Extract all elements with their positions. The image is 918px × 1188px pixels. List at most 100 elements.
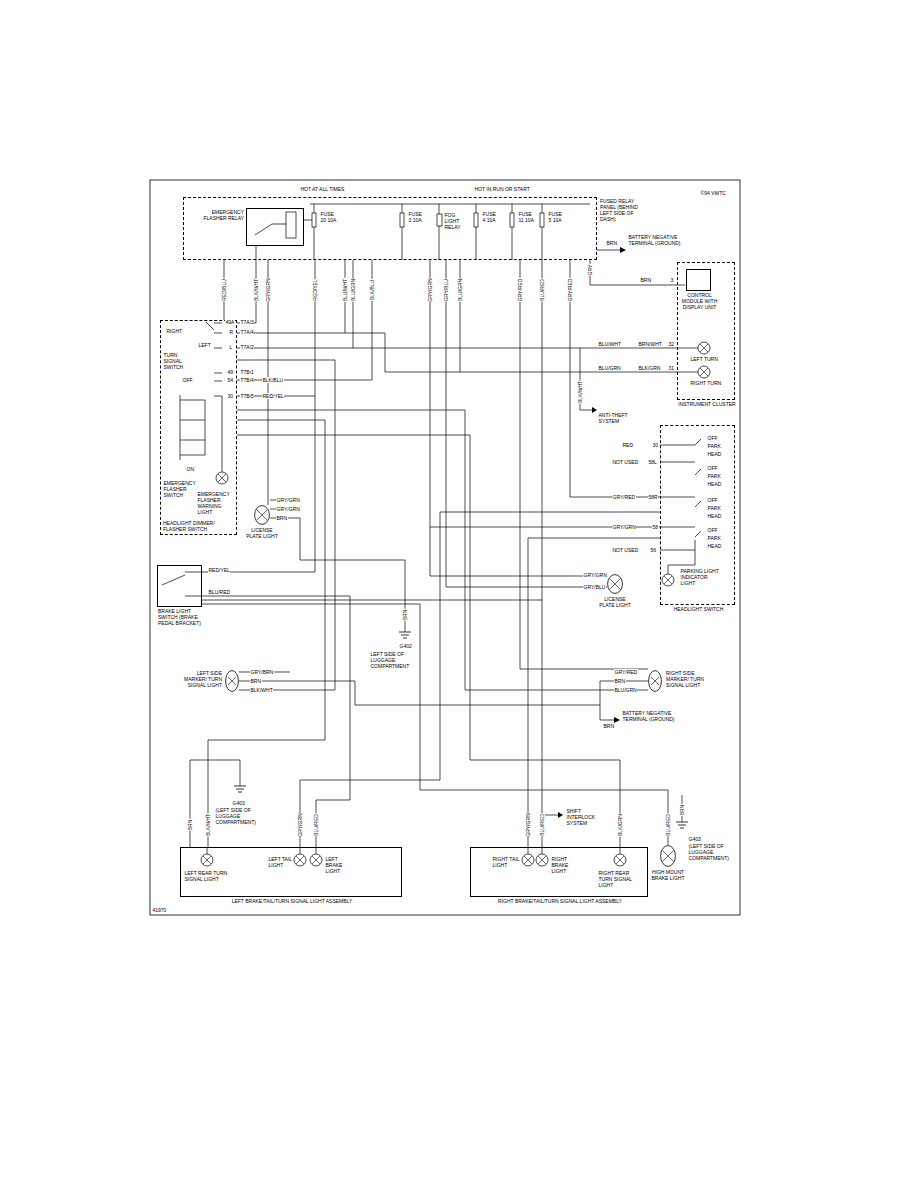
module-box: CONTROL MODULE WITH DISPLAY UNIT — [686, 269, 711, 291]
lamp-symbol: HIGH MOUNT BRAKE LIGHT — [660, 845, 676, 867]
callout-label: 49A — [225, 319, 235, 325]
callout-label: RIGHT — [166, 328, 183, 334]
component-label: HIGH MOUNT BRAKE LIGHT — [648, 869, 688, 881]
callout-label: RIGHT TAIL LIGHT — [492, 856, 521, 868]
callout-label: BRN — [606, 240, 618, 246]
callout-label: OFF — [707, 435, 718, 441]
callout-label: LEFT — [198, 342, 211, 348]
callout-label: BLU/WHT — [598, 341, 622, 347]
callout-label: HOT IN RUN OR START — [474, 186, 530, 192]
component-label: EMERGENCY FLASHER RELAY — [202, 209, 244, 221]
component-label: LEFT BRAKE/TAIL/TURN SIGNAL LIGHT ASSEMB… — [181, 898, 403, 904]
callout-label: T7A/2 — [240, 344, 254, 350]
callout-label: SHIFT INTERLOCK SYSTEM — [566, 808, 607, 826]
callout-label: GRY/GRN — [612, 524, 636, 530]
callout-label: FOG LIGHT RELAY — [444, 212, 467, 230]
callout-label: 30 — [227, 393, 234, 399]
component-label: HEADLIGHT DIMMER/ FLASHER SWITCH — [163, 520, 235, 532]
fuse-symbol — [400, 213, 404, 227]
wire-connector — [237, 348, 677, 349]
callout-label: FUSE 20 10A — [320, 211, 337, 223]
lamp-symbol: LICENSE PLATE LIGHT — [607, 574, 623, 594]
relay-coil — [286, 212, 296, 238]
component-label: BRAKE LIGHT SWITCH (BRAKE PEDAL BRACKET) — [158, 608, 208, 626]
lamp-outline — [254, 505, 270, 525]
lamp-outline — [660, 845, 676, 867]
wire-color: BLU/GRN — [457, 278, 463, 301]
fuse-symbol — [474, 213, 478, 227]
wire-connector — [237, 410, 648, 690]
wire-connector — [590, 260, 677, 285]
callout-label: GRY/GRN — [276, 497, 300, 503]
callout-label: 3 — [670, 277, 674, 283]
callout-label: PARK — [707, 473, 721, 479]
callout-label: PARK — [707, 535, 721, 541]
callout-label: OFF — [707, 527, 718, 533]
lamp-filament — [663, 851, 673, 861]
wire-connector — [300, 512, 660, 847]
lamp-filament — [228, 677, 236, 685]
wire-color: BLU/WHT — [342, 278, 348, 302]
component-label: INSTRUMENT CLUSTER — [678, 401, 736, 407]
callout-label: GRY/BRN — [250, 669, 274, 675]
wire-color: BLU/RED — [539, 279, 545, 302]
wire — [237, 260, 648, 669]
lamp-filament — [203, 344, 708, 864]
lamp-outline — [649, 671, 662, 692]
callout-label: BRN — [276, 515, 288, 521]
lamp-filament — [257, 510, 267, 520]
callout-label: BRN/WHT — [638, 341, 662, 347]
callout-label: BLU/GRN — [614, 687, 637, 693]
callout-label: BLK/GRN — [638, 365, 661, 371]
callout-label: LEFT BRAKE LIGHT — [325, 856, 356, 874]
wire-color: GRY/GRN — [265, 278, 271, 302]
callout-label: GRY/RED — [612, 494, 636, 500]
lamp-symbols — [201, 342, 710, 866]
lamp-outline — [225, 670, 239, 692]
callout-label: L — [229, 344, 233, 350]
wire-connector — [208, 420, 325, 847]
arrowhead — [614, 717, 620, 723]
callout-label: BLK/BLU — [262, 377, 284, 383]
wire-connector — [570, 260, 660, 497]
component-label: CONTROL MODULE WITH DISPLAY UNIT — [679, 292, 721, 310]
callout-label: GRY/GRN — [583, 572, 607, 578]
callout-label: 58R — [648, 494, 658, 500]
wire-color: GRY — [587, 264, 593, 276]
lamp-outline — [608, 575, 623, 594]
callout-label: 31 — [668, 365, 675, 371]
component-label: RIGHT SIDE MARKER/ TURN SIGNAL LIGHT — [666, 670, 708, 688]
wire-connector — [202, 596, 350, 847]
wire-color: BLK/WHT — [577, 380, 583, 403]
wire-color: GRY/GRN — [427, 278, 433, 302]
lamp-outline — [226, 671, 239, 692]
wire-color: RED/BLU — [221, 279, 227, 302]
wire-color: BLU/RED — [313, 814, 319, 837]
wire-color: GRY/GRN — [525, 813, 531, 837]
callout-label: NOT USED — [612, 459, 639, 465]
callout-label: T7B/1 — [240, 369, 254, 375]
callout-label: ©94 VWTC — [700, 190, 726, 196]
wire-connector — [237, 360, 335, 690]
callout-label: FUSE 11 10A — [518, 211, 535, 223]
wire-connector — [202, 604, 668, 845]
callout-label: BLU/RED — [208, 589, 231, 595]
callout-label: T7A/3 — [240, 319, 254, 325]
callout-label: R — [229, 329, 234, 335]
callout-label: HEAD — [707, 481, 722, 487]
lamp-outline — [255, 506, 270, 525]
callout-label: GRY/RED — [614, 669, 638, 675]
callout-label: HEAD — [707, 451, 722, 457]
callout-label: BLK/WHT — [250, 687, 273, 693]
component-label: FUSED RELAY PANEL (BEHIND LEFT SIDE OF D… — [600, 198, 646, 222]
callout-label: PARK — [707, 505, 721, 511]
arrowheads — [558, 247, 626, 818]
callout-label: LEFT TURN — [690, 356, 718, 362]
fuse-symbol — [286, 212, 544, 238]
callout-label: RED/YEL — [262, 393, 284, 399]
callout-label: BRN — [603, 723, 615, 729]
callout-label: 54 — [227, 377, 234, 383]
callout-label: (LEFT SIDE OF LUGGAGE COMPARTMENT) — [688, 843, 729, 861]
wire-color: BLK/WHT — [253, 278, 259, 301]
